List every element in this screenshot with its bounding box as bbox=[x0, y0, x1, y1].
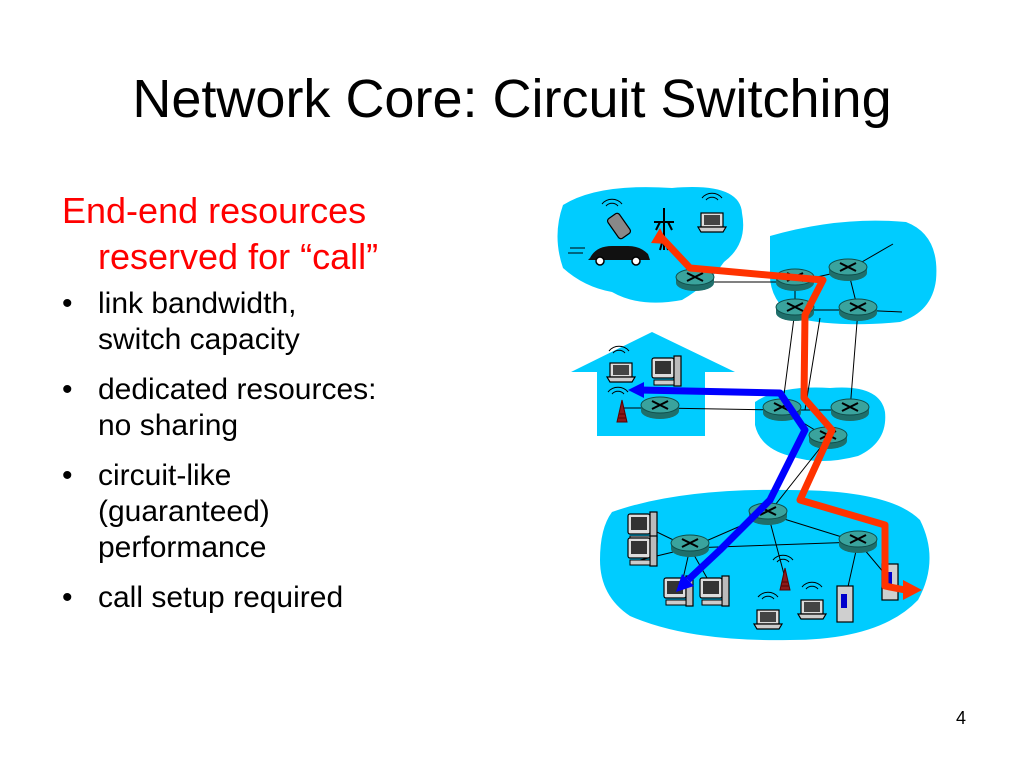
page-number: 4 bbox=[955, 708, 966, 728]
red-circuit-path bbox=[651, 228, 922, 600]
wireless-network-cloud bbox=[557, 187, 744, 303]
bullet-line: no sharing bbox=[98, 409, 239, 442]
bullet-item: link bandwidth, switch capacity bbox=[62, 286, 502, 358]
bullet-line: switch capacity bbox=[98, 323, 300, 356]
blue-circuit-path bbox=[628, 382, 809, 592]
car-icon bbox=[568, 246, 650, 266]
router-icon bbox=[828, 258, 868, 282]
bullet-list: link bandwidth, switch capacity dedicate… bbox=[62, 286, 502, 616]
router-icon bbox=[838, 298, 878, 322]
bullet-line: (guaranteed) bbox=[98, 495, 270, 528]
router-icon bbox=[830, 398, 870, 422]
bullet-line: circuit-like bbox=[98, 459, 232, 492]
router-icon bbox=[838, 530, 878, 554]
desktop-pc-icon bbox=[627, 535, 658, 567]
slide-title: Network Core: Circuit Switching bbox=[132, 69, 892, 129]
slide-heading: End-end resources reserved for “call” bbox=[62, 188, 502, 280]
bullet-line: performance bbox=[98, 531, 267, 564]
desktop-pc-icon bbox=[651, 355, 682, 387]
heading-line-1: End-end resources bbox=[62, 190, 367, 231]
antenna-tower-icon bbox=[654, 208, 674, 251]
bullet-line: call setup required bbox=[98, 581, 344, 614]
server-icon bbox=[836, 585, 854, 623]
bullet-item: dedicated resources: no sharing bbox=[62, 372, 502, 444]
router-icon bbox=[670, 534, 710, 558]
desktop-pc-icon bbox=[699, 575, 730, 607]
router-icon bbox=[640, 396, 680, 420]
slide-content: End-end resources reserved for “call” li… bbox=[62, 188, 502, 630]
cell-phone-icon bbox=[601, 198, 632, 240]
bullet-item: call setup required bbox=[62, 580, 502, 616]
home-network-house bbox=[571, 332, 735, 436]
bullet-item: circuit-like (guaranteed) performance bbox=[62, 458, 502, 566]
heading-line-2: reserved for “call” bbox=[98, 236, 379, 277]
bullet-line: link bandwidth, bbox=[98, 287, 297, 320]
network-diagram bbox=[557, 187, 937, 641]
bullet-line: dedicated resources: bbox=[98, 373, 377, 406]
